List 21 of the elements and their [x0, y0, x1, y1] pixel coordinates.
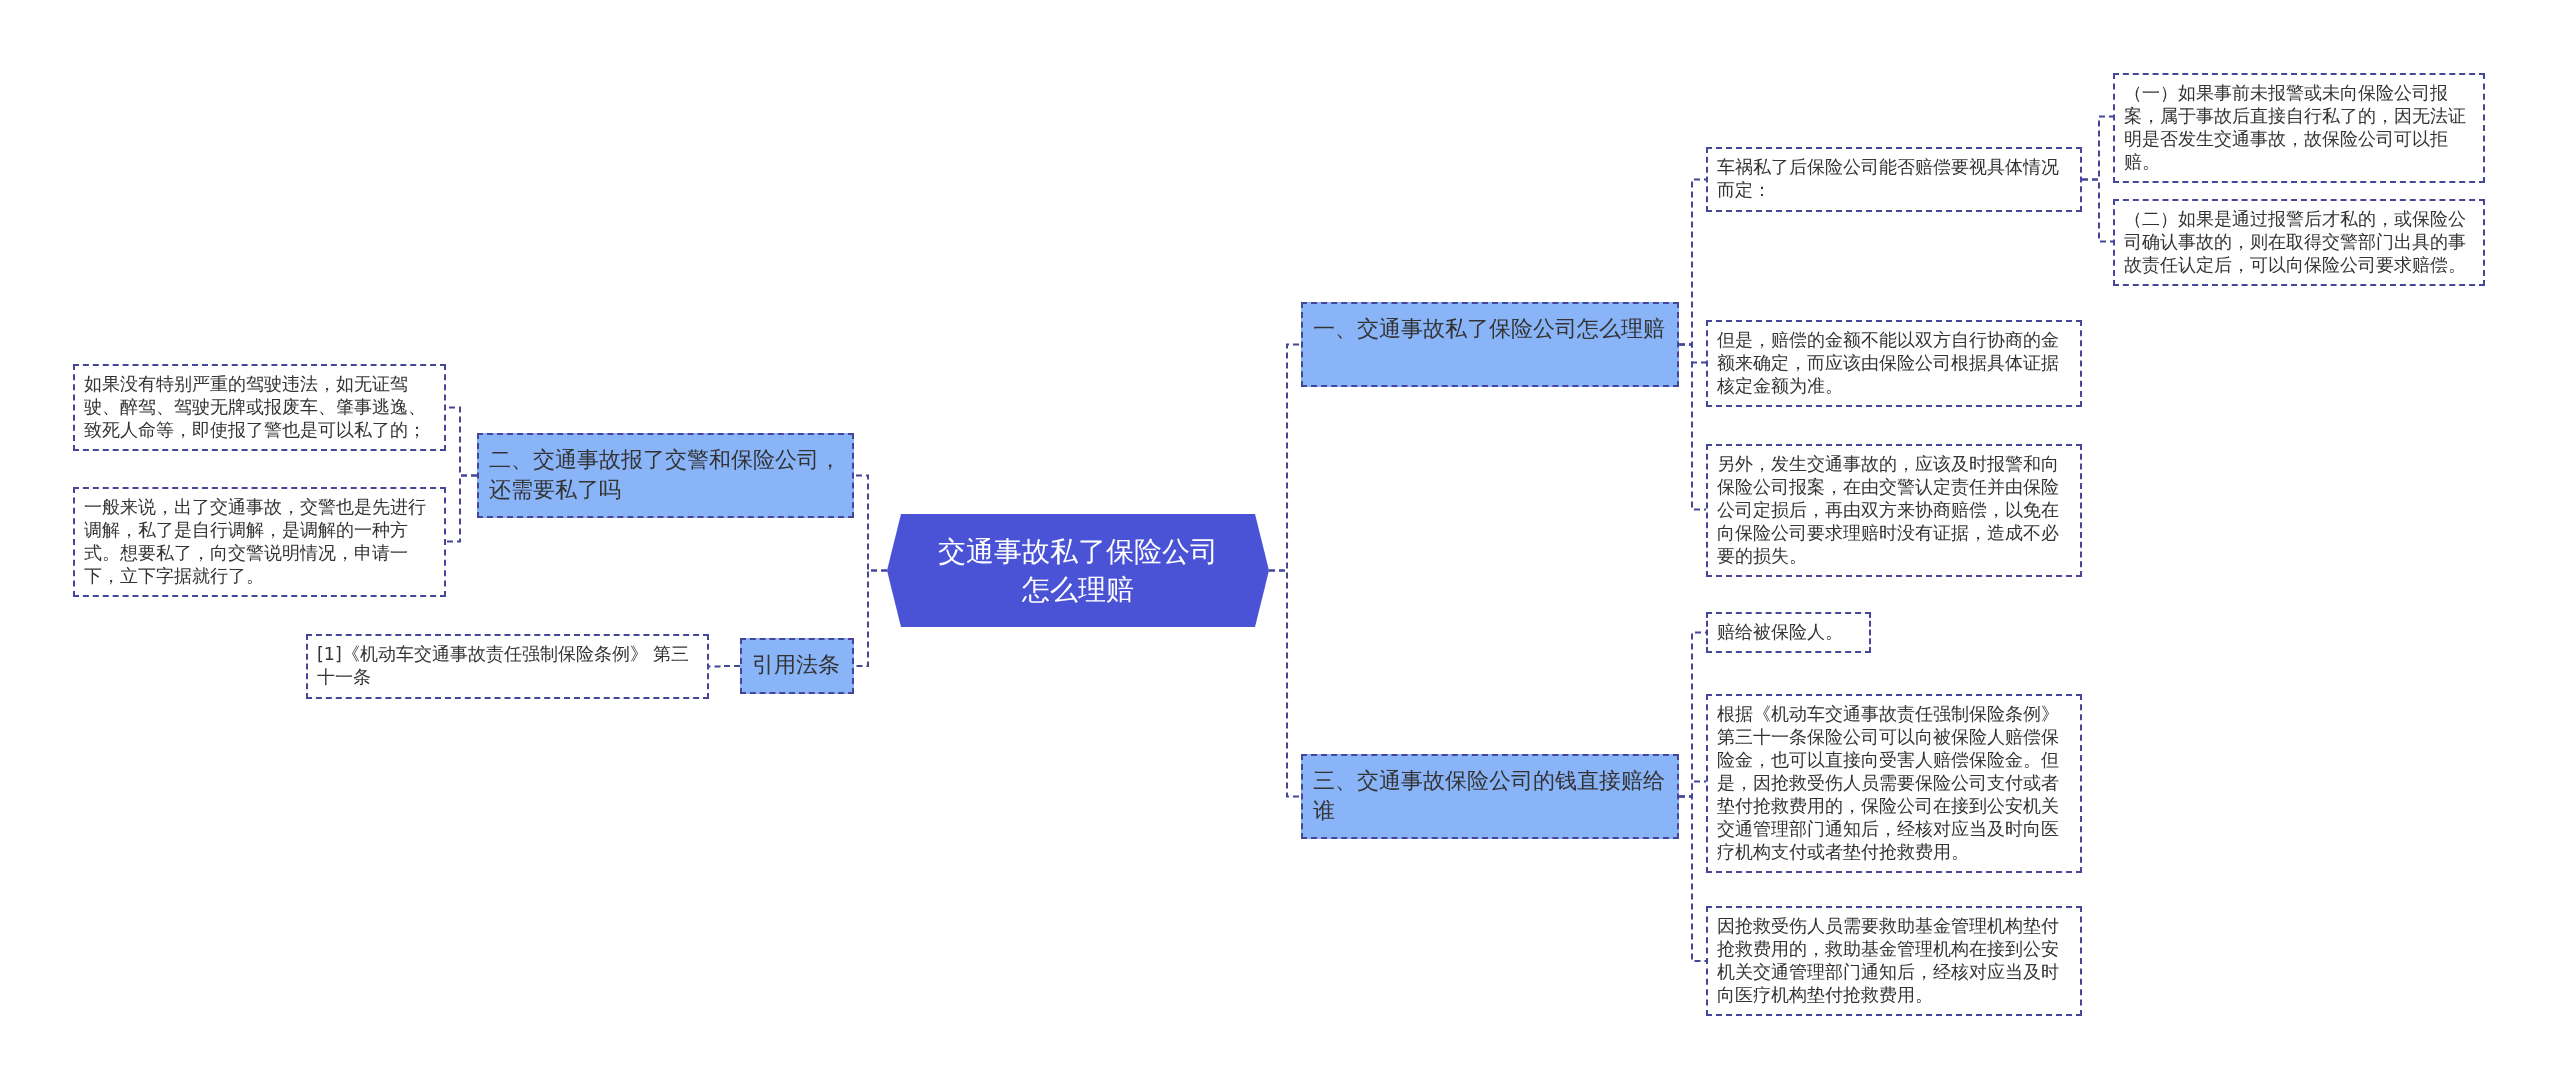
text-box: 根据《机动车交通事故责任强制保险条例》第三十一条保险公司可以向被保险人赔偿保险金，也可以直接向受害人赔偿保险金。但是，因抢救受伤人员需要保险公司支付或者垫付抢救费用的，保险公司在接到公安机关交通管理部门通知后，经核对应当及时向医疗机构支付或者垫付抢救费用。 — [1706, 694, 2082, 873]
connector-line — [445, 474, 478, 543]
text-box: [1]《机动车交通事故责任强制保险条例》 第三十一条 — [306, 634, 709, 699]
topic-box: 二、交通事故报了交警和保险公司，还需要私了吗 — [477, 433, 854, 518]
text-box: 但是，赔偿的金额不能以双方自行协商的金额来确定，而应该由保险公司根据具体证据核定金额为准。 — [1706, 320, 2082, 407]
topic-box: 引用法条 — [740, 638, 854, 694]
text-box: （二）如果是通过报警后才私的，或保险公司确认事故的，则在取得交警部门出具的事故责任认定后，可以向保险公司要求赔偿。 — [2113, 199, 2485, 286]
topic-box: 一、交通事故私了保险公司怎么理赔 — [1301, 302, 1679, 387]
connector-line — [1678, 795, 1707, 962]
text-box: 车祸私了后保险公司能否赔偿要视具体情况而定： — [1706, 147, 2082, 212]
connector-line — [2081, 178, 2114, 243]
text-box: 如果没有特别严重的驾驶违法，如无证驾驶、醉驾、驾驶无牌或报废车、肇事逃逸、致死人命等，即使报了警也是可以私了的； — [73, 364, 446, 451]
connector-line — [1268, 569, 1302, 798]
central-topic: 交通事故私了保险公司怎么理赔 — [887, 514, 1269, 627]
connector-line — [1678, 343, 1707, 511]
text-box: （一）如果事前未报警或未向保险公司报案，属于事故后直接自行私了的，因无法证明是否发生交通事故，故保险公司可以拒赔。 — [2113, 73, 2485, 183]
text-box: 因抢救受伤人员需要救助基金管理机构垫付抢救费用的，救助基金管理机构在接到公安机关交通管理部门通知后，经核对应当及时向医疗机构垫付抢救费用。 — [1706, 906, 2082, 1016]
text-box: 另外，发生交通事故的，应该及时报警和向保险公司报案，在由交警认定责任并由保险公司定损后，再由双方来协商赔偿，以免在向保险公司要求理赔时没有证据，造成不必要的损失。 — [1706, 444, 2082, 577]
text-box: 一般来说，出了交通事故，交警也是先进行调解，私了是自行调解，是调解的一种方式。想要私了，向交警说明情况，申请一下，立下字据就行了。 — [73, 487, 446, 597]
topic-box: 三、交通事故保险公司的钱直接赔给谁 — [1301, 754, 1679, 839]
text-box: 赔给被保险人。 — [1706, 612, 1871, 653]
